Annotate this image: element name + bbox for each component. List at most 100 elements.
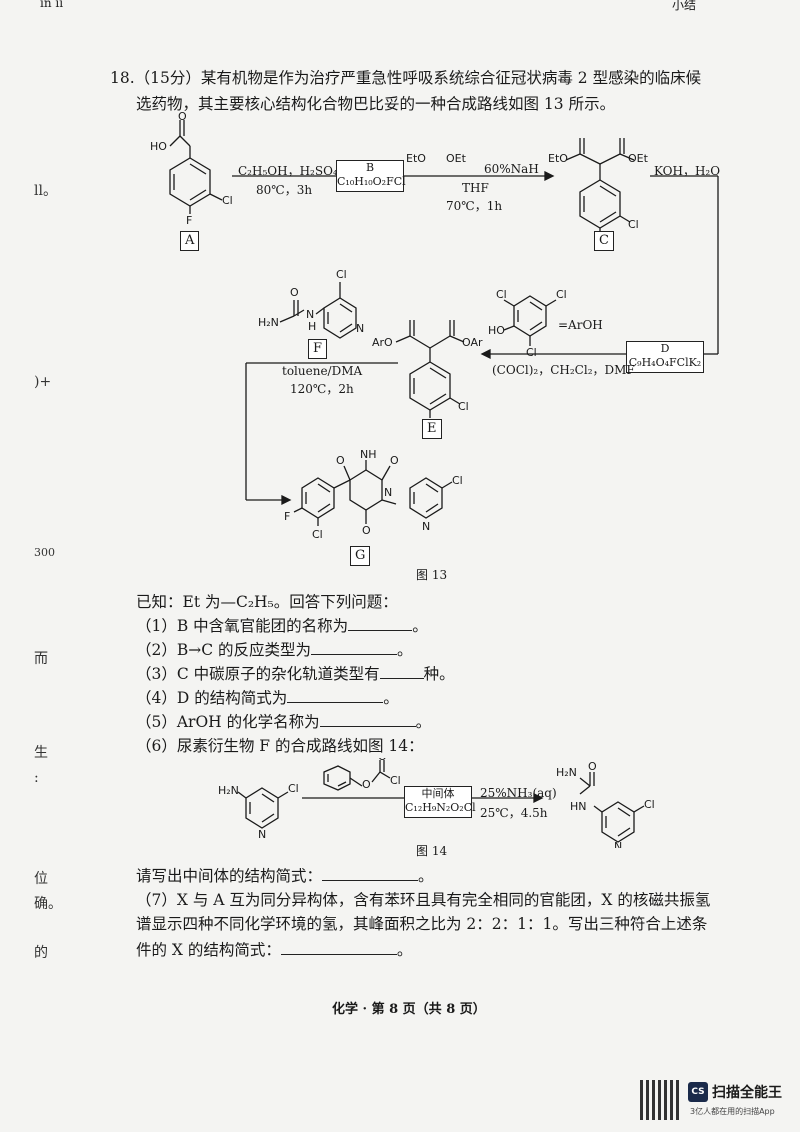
atom-o-product: O (588, 760, 597, 773)
margin-note: 生 (34, 745, 48, 761)
atom-eto-c: EtO (548, 152, 568, 165)
atom-oar: OAr (462, 336, 483, 349)
margin-note: )+ (34, 374, 52, 390)
atom-o-g2: O (390, 454, 399, 467)
known-info: 已知：Et 为—C₂H₅。回答下列问题： (136, 593, 398, 611)
atom-cl: Cl (222, 194, 233, 207)
question-5: （5）ArOH 的化学名称为。 (136, 712, 432, 731)
camscanner-logo-icon: CS (688, 1082, 708, 1102)
answer-blank-4[interactable] (287, 688, 384, 703)
scheme14-conditions-top: 25%NH₃(aq) (480, 786, 557, 800)
atom-cl2-s14: Cl (390, 774, 401, 787)
top-fragment-right: 小结 (672, 0, 697, 12)
question-6: （6）尿素衍生物 F 的合成路线如图 14： (136, 737, 424, 755)
aroh-label: =ArOH (558, 318, 603, 332)
atom-nh-g: NH (360, 448, 377, 461)
atom-n-f: N (306, 308, 314, 321)
qr-code-icon (640, 1080, 680, 1120)
answer-blank-6[interactable] (322, 866, 419, 881)
compound-c-ring (579, 179, 621, 229)
atom-n-ring-g: N (422, 520, 430, 533)
step2-conditions-bottom2: 70℃，1h (446, 199, 503, 213)
margin-note: : (34, 770, 39, 786)
atom-aro: ArO (372, 336, 393, 349)
atom-ho-aroh: HO (488, 324, 505, 337)
step1-conditions-top: C₂H₅OH，H₂SO₄ (238, 164, 338, 178)
step2-conditions-top: 60%NaH (484, 162, 539, 176)
page-footer: 化学 · 第 8 页（共 8 页） (332, 1002, 486, 1017)
answer-blank-3[interactable] (379, 664, 424, 679)
atom-cl-e: Cl (458, 400, 469, 413)
atom-f: F (186, 214, 192, 227)
margin-note: 而 (34, 651, 48, 667)
scheme14-conditions-bottom: 25℃，4.5h (480, 806, 548, 820)
atom-hn-product: HN (570, 800, 587, 813)
answer-blank-2[interactable] (311, 640, 398, 655)
question-3: （3）C 中碳原子的杂化轨道类型有种。 (136, 664, 455, 683)
question-intro-1: 18.（15分）某有机物是作为治疗严重急性呼吸系统综合征冠状病毒 2 型感染的临… (110, 69, 702, 87)
atom-h2n-product: H₂N (556, 766, 577, 779)
question-7-line3: 件的 X 的结构简式：。 (136, 940, 413, 959)
figure-13-caption: 图 13 (416, 568, 448, 582)
atom-n-ring-f: N (356, 322, 364, 335)
synthesis-scheme-14: H₂N Cl N O O Cl H₂N O HN Cl N (218, 758, 655, 848)
atom-o: O (178, 110, 187, 123)
atom-cl-product: Cl (644, 798, 655, 811)
question-number: 18.（15分） (110, 69, 201, 87)
step2-conditions-bottom1: THF (462, 181, 489, 195)
label-f: F (308, 339, 328, 359)
synthesis-scheme-13: HO O Cl F EtO OEt EtO OEt Cl F Cl Cl HO … (150, 110, 719, 541)
compound-a-ring (169, 157, 211, 207)
atom-cl-aroh-right: Cl (556, 288, 567, 301)
question-intro-2: 选药物，其主要核心结构化合物巴比妥的一种合成路线如图 13 所示。 (136, 95, 616, 113)
question-6b: 请写出中间体的结构简式：。 (136, 866, 434, 885)
step1-conditions-bottom: 80℃，3h (256, 183, 313, 197)
compound-g-ring2 (409, 477, 443, 519)
atom-oet-c: OEt (628, 152, 649, 165)
atom-h-f: H (308, 320, 316, 333)
question-1: （1）B 中含氧官能团的名称为。 (136, 616, 428, 635)
atom-n-g: N (384, 486, 392, 499)
margin-note: 位 (34, 871, 48, 887)
label-e: E (422, 419, 442, 439)
compound-b-box: B C₁₀H₁₀O₂FCl (336, 160, 406, 192)
step4-conditions: (COCl)₂，CH₂Cl₂，DMF (492, 363, 635, 377)
question-7-line1: （7）X 与 A 互为同分异构体，含有苯环且具有完全相同的官能团，X 的核磁共振… (136, 891, 711, 909)
atom-ho: HO (150, 140, 167, 153)
label-a: A (180, 231, 200, 251)
label-b: B (365, 161, 375, 174)
atom-o-s14: O (378, 758, 387, 763)
atom-n-product: N (614, 840, 622, 848)
atom-cl-g2: Cl (452, 474, 463, 487)
atom-cl-g1: Cl (312, 528, 323, 541)
atom-o-g1: O (336, 454, 345, 467)
atom-cl-s14: Cl (288, 782, 299, 795)
question-2: （2）B→C 的反应类型为。 (136, 640, 413, 659)
atom-o2-s14: O (362, 778, 371, 791)
atom-o-g3: O (362, 524, 371, 537)
label-g: G (350, 546, 371, 566)
atom-h2n-f: H₂N (258, 316, 279, 329)
atom-n-s14: N (258, 828, 266, 841)
compound-e-ring (409, 361, 451, 411)
margin-note: 的 (34, 945, 48, 961)
margin-note: ll。 (34, 183, 57, 199)
scanner-tagline: 3亿人都在用的扫描App (690, 1107, 775, 1116)
margin-note: 确。 (34, 896, 62, 912)
intermediate-label: 中间体 (421, 787, 455, 800)
atom-h2n-s14: H₂N (218, 784, 239, 797)
formula-d: C₉H₄O₄FClK₂ (628, 356, 702, 369)
answer-blank-7[interactable] (280, 940, 397, 955)
answer-blank-5[interactable] (319, 712, 416, 727)
atom-eto: EtO (406, 152, 426, 165)
question-7-line2: 谱显示四种不同化学环境的氢，其峰面积之比为 2：2：1：1。写出三种符合上述条 (136, 915, 708, 933)
step5-conditions-top: toluene/DMA (282, 364, 363, 378)
atom-cl-aroh-left: Cl (496, 288, 507, 301)
atom-o-f: O (290, 286, 299, 299)
compound-g-barbiturate (349, 469, 383, 511)
intermediate-box: 中间体 C₁₂H₉N₂O₂Cl (404, 786, 476, 818)
answer-blank-1[interactable] (348, 616, 413, 631)
formula-b: C₁₀H₁₀O₂FCl (337, 175, 406, 188)
label-c: C (594, 231, 614, 251)
margin-note: 300 (34, 546, 55, 559)
